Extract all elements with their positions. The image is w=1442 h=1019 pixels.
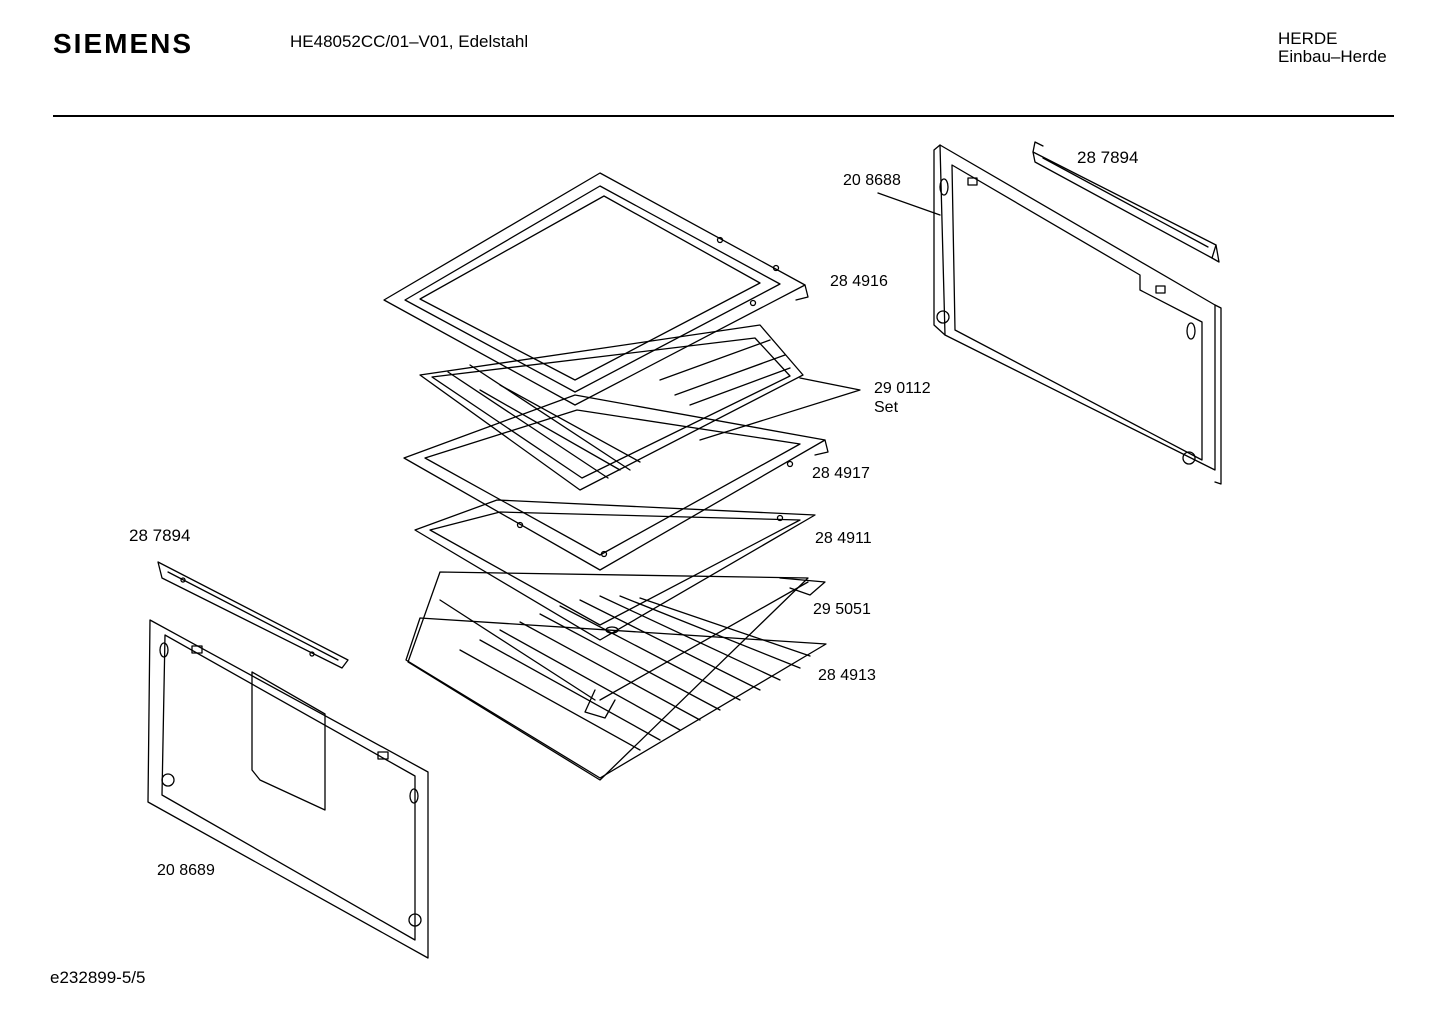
category-label: HERDE	[1278, 29, 1338, 48]
part-label-295051: 29 5051	[813, 601, 871, 618]
part-label-284917: 28 4917	[812, 465, 870, 482]
part-label-208688: 20 8688	[843, 172, 901, 189]
baking-tray-top	[384, 173, 808, 405]
siemens-logo: SIEMENS	[53, 28, 194, 59]
part-label-290112-set: Set	[874, 399, 899, 416]
part-label-287894-right: 28 7894	[1077, 148, 1139, 167]
part-label-284916: 28 4916	[830, 273, 888, 290]
side-panel-left	[148, 620, 428, 958]
header-divider	[53, 115, 1394, 117]
part-label-290112: 29 0112	[874, 380, 931, 397]
baking-sheet	[415, 500, 815, 640]
part-label-284913: 28 4913	[818, 667, 876, 684]
baking-tray-middle	[404, 395, 828, 570]
wire-rack	[406, 572, 826, 780]
part-label-287894-left: 28 7894	[129, 526, 191, 545]
drawing-id: e232899-5/5	[50, 968, 146, 987]
side-panel-right	[934, 145, 1221, 484]
model-title: HE48052CC/01–V01, Edelstahl	[290, 32, 529, 51]
leader-208688	[878, 193, 940, 215]
category-block: HERDE Einbau–Herde	[1278, 30, 1387, 66]
leader-290112	[700, 378, 860, 440]
grill-insert-set	[420, 325, 803, 490]
part-label-284911: 28 4911	[815, 530, 872, 547]
rail-right	[1033, 142, 1219, 262]
rail-left	[158, 562, 348, 668]
subcategory-label: Einbau–Herde	[1278, 47, 1387, 66]
part-label-208689: 20 8689	[157, 862, 215, 879]
